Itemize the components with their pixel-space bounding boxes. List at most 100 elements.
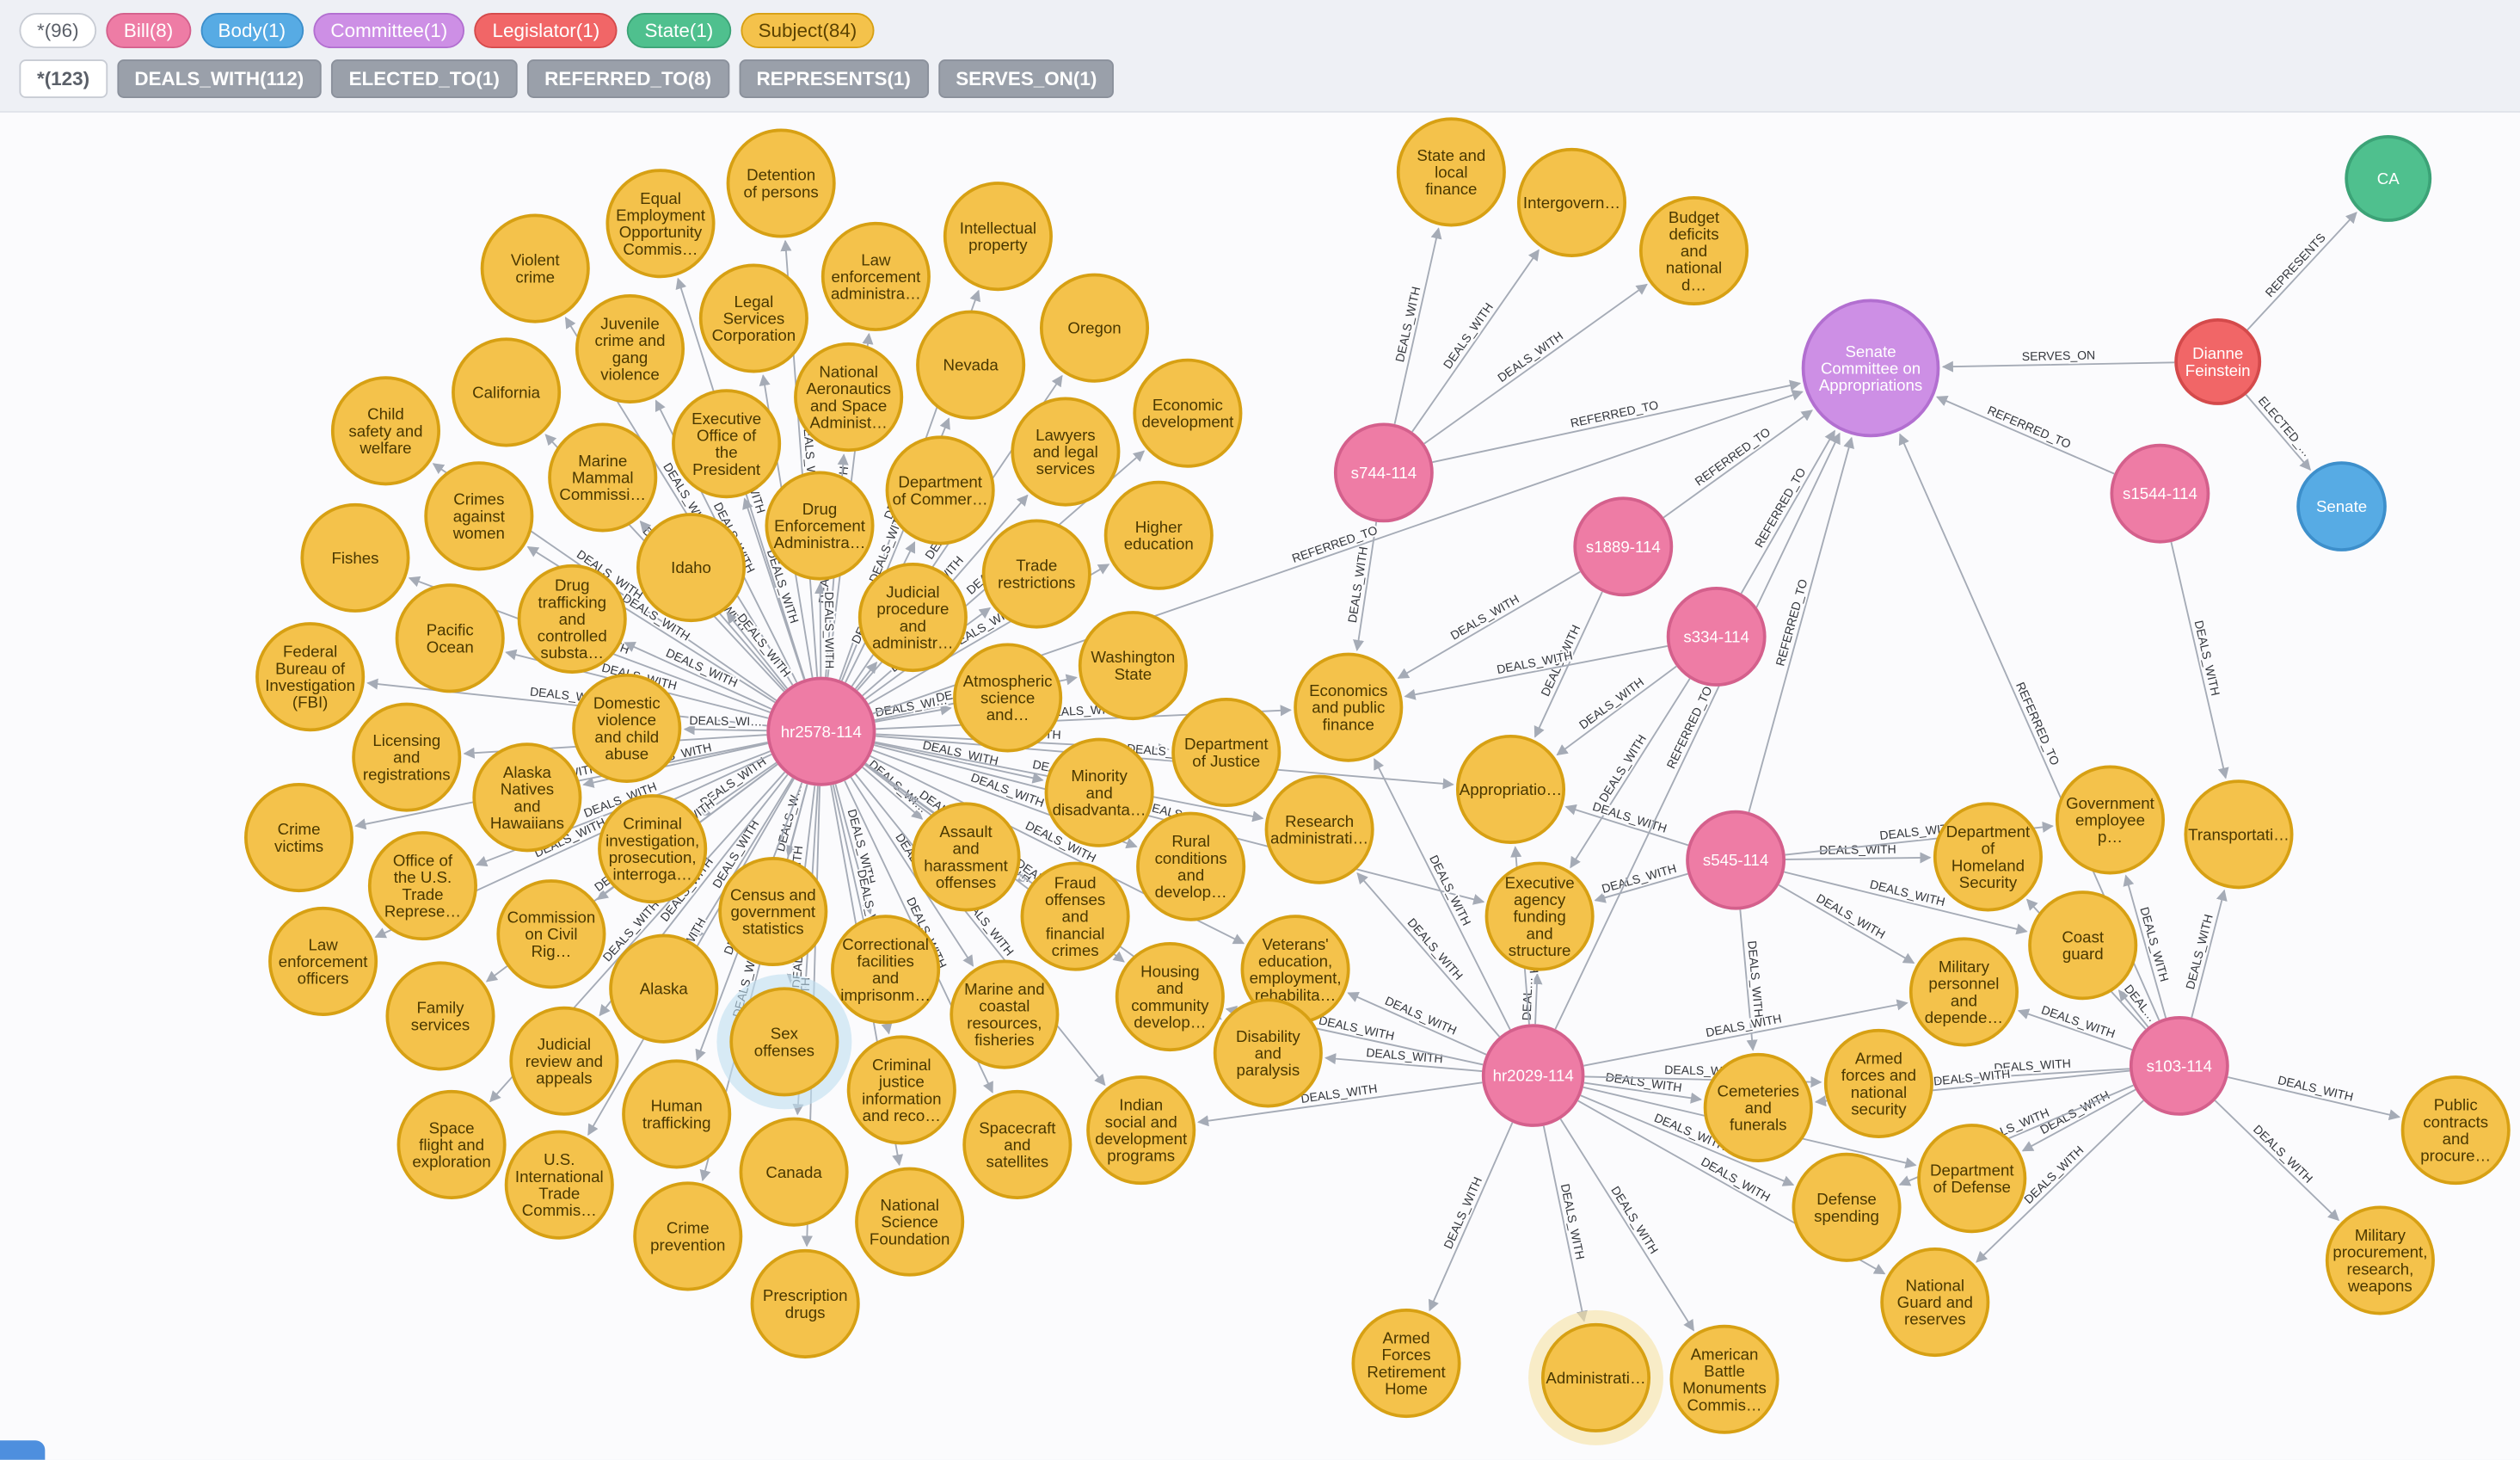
edge-DEALS_WITH[interactable]: DEALS_WITH (1397, 570, 1581, 680)
node-label-pill[interactable]: Committee(1) (312, 12, 465, 49)
edge-DEALS_WITH[interactable]: DEALS_WITH (1404, 644, 1668, 700)
edge-DEALS_WITH[interactable]: DEALS_WITH (1325, 1044, 1483, 1072)
edge-DEALS_WITH[interactable]: DEALS_WITH (1570, 678, 1691, 869)
node-body[interactable]: Senate (2296, 461, 2387, 551)
edge-DEALS_WITH[interactable] (854, 661, 878, 690)
edge-DEALS_WITH[interactable]: DEALS_WITH (1428, 1122, 1514, 1312)
edge-DEALS_WITH[interactable]: DEALS_WITH (2214, 1100, 2340, 1222)
edge-DEALS_WITH[interactable]: DEALS_WITH (1556, 665, 1677, 756)
edge-REPRESENTS[interactable]: REPRESENTS (2246, 212, 2357, 331)
edge-REFERRED_TO[interactable]: REFERRED_TO (1432, 379, 1802, 464)
edge-DEALS_WITH[interactable]: DEALS_WITH (1391, 227, 1442, 425)
node-bill[interactable]: s103-114 (2129, 1015, 2229, 1116)
node-subject[interactable]: Administrati… (1528, 1309, 1664, 1445)
rel-type-pill[interactable]: *(123) (19, 59, 108, 98)
node-label-pill[interactable]: State(1) (626, 12, 731, 49)
node-subject[interactable]: Fishes (300, 502, 410, 613)
rel-type-pill[interactable]: ELECTED_TO(1) (331, 59, 518, 98)
node-subject[interactable]: Transportati… (2184, 779, 2294, 890)
edge-DEALS_WITH[interactable]: DEALS_WITH (2228, 1071, 2400, 1121)
edge-DEALS_WITH[interactable]: DEALS_WITH (1564, 798, 1689, 847)
edge-DEALS_WITH[interactable]: DEALS_WITH (2021, 1086, 2136, 1152)
edge-DEALS_WITH[interactable]: DEALS_WITH (1423, 283, 1648, 445)
node-label-pill[interactable]: Body(1) (200, 12, 304, 49)
edge-DEALS_WITH[interactable]: DEALS_WITH (1935, 1055, 2130, 1086)
edge-DEALS_WITH[interactable]: DEALS_WITH (1411, 249, 1540, 433)
edge-REFERRED_TO[interactable]: REFERRED_TO (1936, 396, 2115, 475)
node-subject[interactable]: California (452, 337, 562, 447)
edge-DEALS_WITH[interactable]: DEALS_WITH (1583, 1068, 1702, 1104)
edge-DEALS_WITH[interactable]: DEALS_WITH (814, 582, 839, 677)
edge-DEALS_WITH[interactable]: DEALS_WITH (1542, 1125, 1589, 1322)
bottom-left-widget[interactable] (0, 1440, 46, 1460)
edge-DEALS_WITH[interactable]: DEALS_WITH (1559, 1118, 1694, 1332)
edge-DEALS_WITH[interactable]: DEALS_WITH (2017, 1001, 2133, 1050)
rel-type-pill[interactable]: REFERRED_TO(8) (526, 59, 729, 98)
edge-SERVES_ON[interactable]: SERVES_ON (1941, 346, 2175, 373)
node-state[interactable]: CA (2345, 134, 2432, 222)
node-label-pill[interactable]: *(96) (19, 12, 97, 49)
node-bill[interactable]: s1544-114 (2110, 443, 2210, 544)
node-bill[interactable]: hr2029-114 (1481, 1024, 1585, 1127)
edge-DEALS_WITH[interactable]: DEALS_WITH (1739, 909, 1767, 1051)
node-bill[interactable]: s1889-114 (1573, 496, 1674, 597)
edge-DEALS_WITH[interactable]: DEALS_WITH (1778, 884, 1915, 964)
edge-DEALS_WITH[interactable]: DEALS_WITH (1356, 872, 1501, 1038)
node-subject[interactable]: Oregon (1039, 273, 1150, 383)
rel-type-pill[interactable]: REPRESENTS(1) (738, 59, 929, 98)
node-subject[interactable]: Appropriatio… (1455, 734, 1566, 845)
edge-ELECTED_…[interactable]: ELECTED_… (2245, 391, 2316, 471)
rel-type-pill[interactable]: DEALS_WITH(112) (116, 59, 322, 98)
